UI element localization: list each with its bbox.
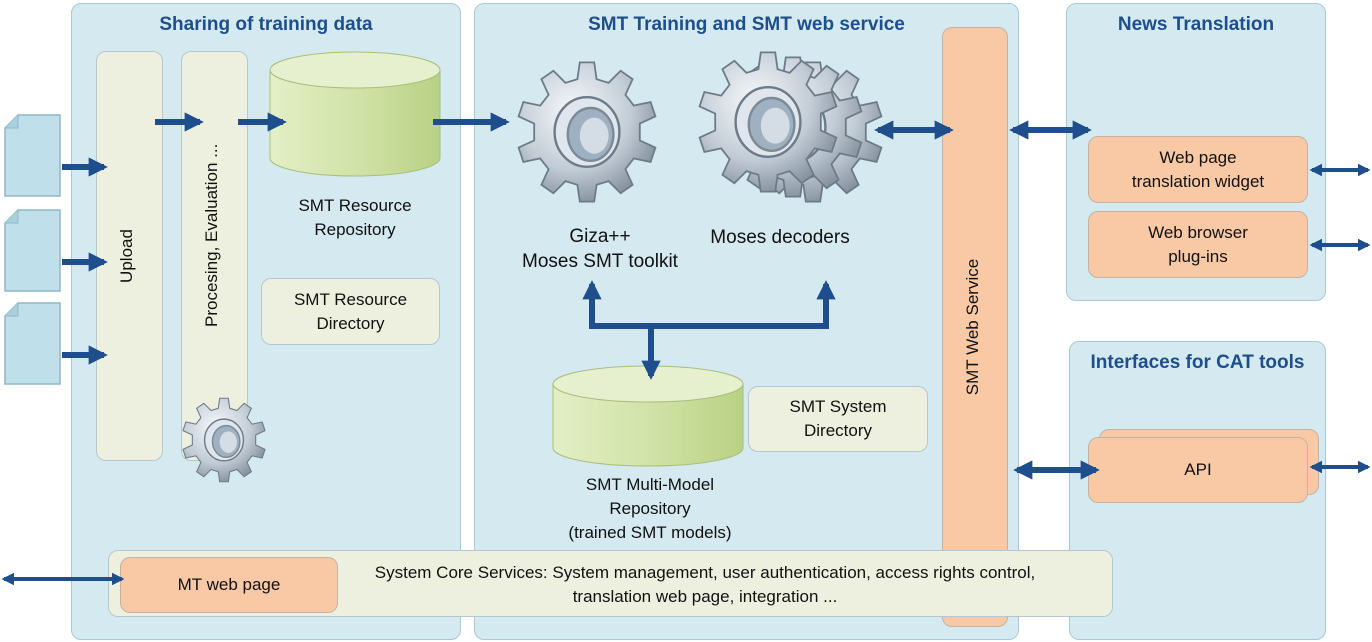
gear-icon bbox=[182, 397, 266, 483]
database-icon bbox=[269, 51, 441, 177]
panel-title-news: News Translation bbox=[1117, 14, 1275, 35]
gear-icon bbox=[517, 61, 657, 203]
document-icon bbox=[4, 209, 61, 292]
core-services-label: System Core Services: System management,… bbox=[374, 563, 1036, 606]
moses-decoders-label: Moses decoders bbox=[710, 227, 850, 248]
multi-model-label: SMT Multi-Model Repository (trained SMT … bbox=[568, 475, 732, 542]
web-page-widget-box[interactable]: Web page translation widget bbox=[1088, 136, 1308, 203]
panel-title-cat: Interfaces for CAT tools bbox=[1090, 352, 1305, 373]
resource-repository-label: SMT Resource Repository bbox=[298, 196, 412, 239]
panel-title-training: SMT Training and SMT web service bbox=[588, 14, 905, 35]
mt-web-page-button[interactable]: MT web page bbox=[120, 557, 338, 613]
document-icon bbox=[4, 114, 61, 197]
browser-plugins-box[interactable]: Web browser plug-ins bbox=[1088, 211, 1308, 278]
resource-directory-box: SMT Resource Directory bbox=[261, 278, 440, 345]
panel-title-sharing: Sharing of training data bbox=[159, 14, 373, 35]
document-icon bbox=[4, 302, 61, 385]
database-icon bbox=[552, 365, 744, 467]
api-box[interactable]: API bbox=[1088, 437, 1308, 503]
system-directory-box: SMT System Directory bbox=[748, 386, 928, 452]
giza-label: Giza++ Moses SMT toolkit bbox=[522, 226, 678, 272]
documents bbox=[4, 114, 61, 385]
arrow-icon bbox=[1, 112, 1371, 586]
